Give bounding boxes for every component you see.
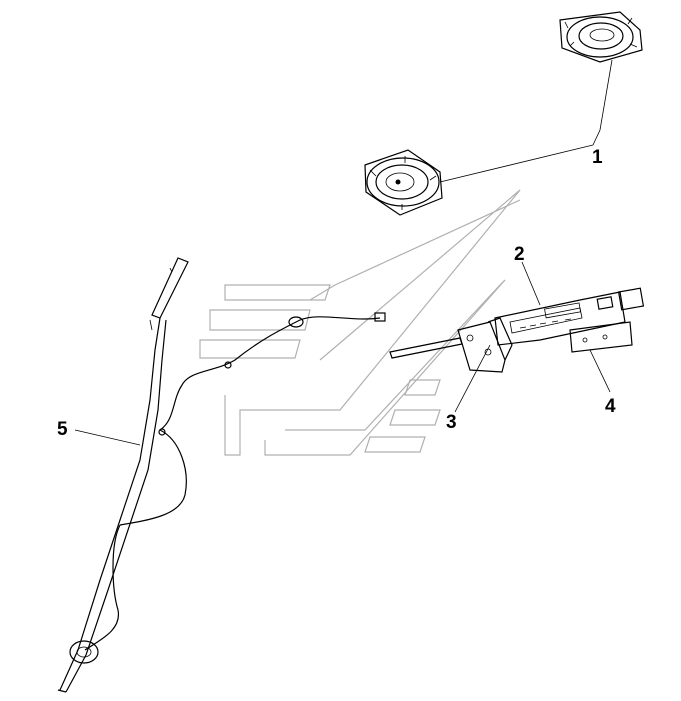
callout-1: 1 [592, 147, 603, 168]
watermark-logo [199, 189, 521, 456]
antenna-cable-assembly [57, 257, 386, 693]
leader-line-4 [589, 349, 611, 393]
leader-line-2 [521, 261, 541, 306]
leader-line-3 [454, 344, 491, 413]
callout-5: 5 [57, 419, 68, 440]
callout-3: 3 [446, 412, 457, 433]
radio-unit [494, 287, 645, 353]
leader-line-5 [74, 429, 141, 446]
callout-4: 4 [605, 396, 616, 417]
leader-line-1b [592, 59, 613, 146]
leader-line-1a [439, 144, 594, 183]
speaker-lower [364, 149, 443, 216]
callout-2: 2 [514, 244, 525, 265]
speaker-upper [559, 11, 643, 63]
